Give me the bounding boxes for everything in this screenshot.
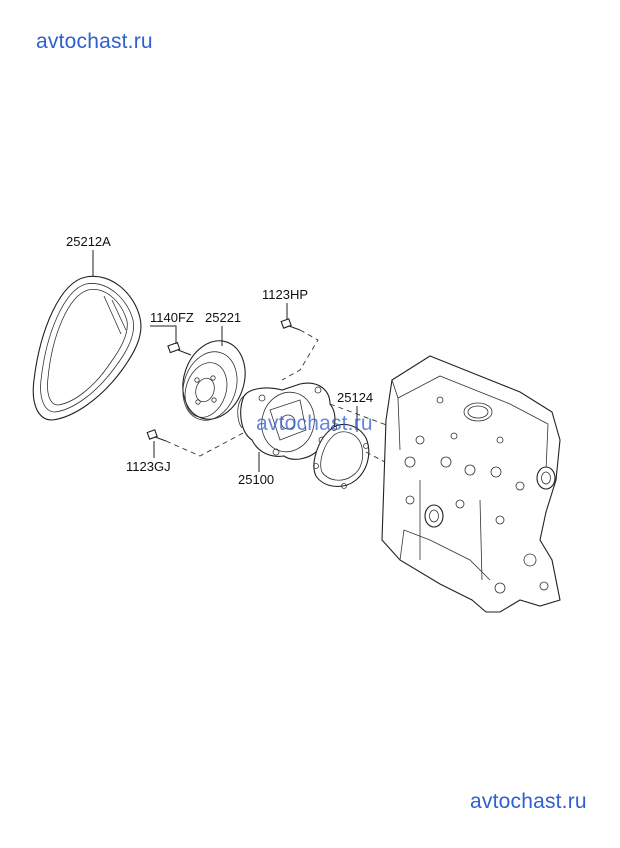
dash-pump-block: [329, 403, 401, 431]
watermark-bottom: avtochast.ru: [470, 790, 587, 813]
label-belt: 25212A: [66, 234, 111, 249]
label-pulley: 25221: [205, 310, 242, 325]
label-water-pump: 25100: [238, 472, 275, 487]
label-lower-bolt: 1123GJ: [126, 459, 171, 474]
leader-pulley-bolt: [150, 325, 177, 344]
dash-gasket-block: [365, 451, 401, 471]
upper-bolt: [280, 318, 301, 331]
dash-upper-bolt: [281, 329, 319, 381]
engine-block: [381, 355, 561, 613]
label-gasket: 25124: [337, 390, 374, 405]
pulley-bolt: [167, 341, 192, 356]
lower-bolt: [146, 429, 167, 442]
label-upper-bolt: 1123HP: [262, 287, 309, 302]
watermark-top: avtochast.ru: [36, 30, 153, 53]
watermark-middle: avtochast.ru: [256, 412, 373, 435]
water-pump: [237, 382, 336, 460]
label-pulley-bolt: 1140FZ: [150, 310, 194, 325]
pulley: [182, 340, 246, 421]
gasket: [313, 423, 370, 489]
drive-belt: [32, 275, 142, 421]
dash-lower-bolt: [165, 431, 246, 457]
